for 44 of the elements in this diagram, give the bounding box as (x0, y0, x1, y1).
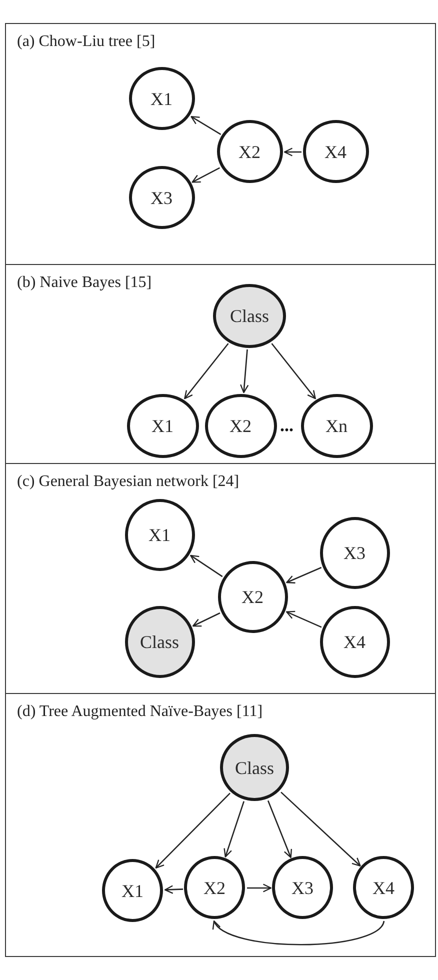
diagram-panel (5, 23, 436, 265)
node-label: Class (230, 304, 269, 326)
node-label: X2 (238, 140, 260, 162)
panel-title: (c) General Bayesian network [24] (17, 472, 240, 492)
arrow (190, 554, 223, 578)
arrow (267, 800, 292, 858)
node-label: Xn (326, 414, 348, 436)
node-label: Class (140, 630, 179, 652)
arrow (184, 343, 229, 400)
arrow (286, 566, 322, 584)
arrow (284, 148, 302, 156)
arrow (192, 167, 220, 183)
arrow (280, 792, 361, 866)
node-label: X4 (324, 140, 346, 162)
node-label: X4 (344, 630, 366, 652)
node-label: X1 (150, 88, 172, 110)
arrow (224, 801, 245, 858)
node-label: X1 (152, 414, 174, 436)
arrow (192, 612, 220, 627)
panel-title: (a) Chow-Liu tree [5] (17, 32, 156, 52)
arrow (286, 610, 322, 628)
node-label: Class (234, 756, 274, 778)
arrow (164, 885, 184, 894)
ellipsis: ... (280, 414, 294, 436)
arrow (155, 792, 230, 869)
node-label: X1 (122, 880, 144, 902)
panel-title: (b) Naive Bayes [15] (17, 273, 152, 293)
arrow (271, 343, 316, 400)
arrow (240, 349, 249, 394)
panel-title: (d) Tree Augmented Naïve-Bayes [11] (17, 702, 263, 722)
diagram-panel (5, 463, 436, 694)
diagram-panel (5, 264, 436, 464)
node-label: X2 (204, 876, 226, 898)
node-label: X2 (242, 586, 264, 608)
node-label: X3 (292, 876, 314, 898)
arrow (190, 116, 222, 135)
arrow (247, 884, 272, 892)
curved-arrow (213, 920, 385, 946)
node-label: X1 (148, 524, 170, 546)
node-label: X4 (372, 876, 394, 898)
node-label: X2 (230, 414, 252, 436)
diagram-panel (5, 693, 436, 957)
node-label: X3 (150, 186, 172, 208)
node-label: X3 (344, 542, 366, 564)
